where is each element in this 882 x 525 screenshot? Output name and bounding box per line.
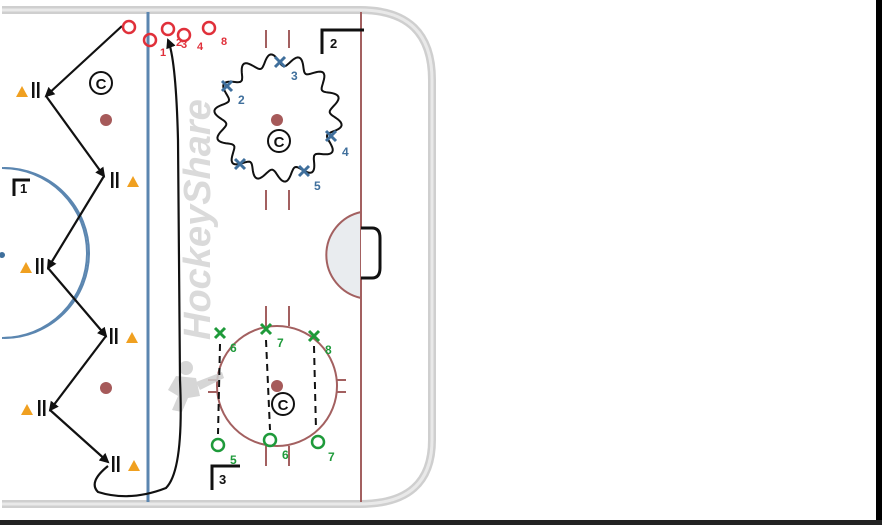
- red-player-label: 3: [181, 39, 187, 51]
- frame-right-bar: [876, 0, 882, 525]
- green-team-forwards: [213, 322, 321, 343]
- red-player: [160, 21, 176, 37]
- green-player: [262, 432, 278, 448]
- red-player-label: 2: [176, 37, 182, 49]
- red-player: [142, 32, 158, 48]
- blue-player: [297, 164, 311, 178]
- svg-text:C: C: [274, 134, 285, 151]
- zone-marker-3: 3: [210, 464, 240, 490]
- zone-marker-2: 2: [320, 28, 364, 54]
- blue-player: [220, 79, 234, 93]
- pass-lanes: [217, 339, 317, 435]
- blue-player-label: 4: [342, 145, 349, 159]
- green-player-label: 7: [328, 450, 335, 464]
- red-team: [121, 19, 217, 48]
- blue-player-label: 2: [238, 93, 245, 107]
- zone-label: 1: [20, 181, 27, 196]
- faceoff-dot: [271, 380, 283, 392]
- wavy-circle-path: [213, 53, 343, 183]
- rink: [0, 6, 436, 508]
- blue-player-label: 3: [291, 69, 298, 83]
- bottom-faceoff-circle: [216, 325, 338, 447]
- watermark-text: HockeyShare: [177, 99, 219, 340]
- zigzag-path: [44, 25, 182, 498]
- green-player-label: 8: [325, 343, 332, 357]
- green-player-label: 5: [230, 453, 237, 467]
- frame-bottom-bar: [0, 520, 882, 525]
- blue-player-label: 5: [314, 179, 321, 193]
- red-player-label: 4: [197, 41, 204, 53]
- green-team-defense: [210, 432, 326, 453]
- blue-player: [233, 157, 247, 171]
- coach-icon: C: [271, 392, 295, 416]
- green-player: [310, 434, 326, 450]
- coach-icon: C: [89, 71, 113, 95]
- green-player: [210, 437, 226, 453]
- center-dot: [0, 252, 5, 258]
- green-player: [259, 322, 273, 336]
- coach-icon: C: [267, 129, 291, 153]
- faceoff-dot: [100, 114, 112, 126]
- zone-label: 3: [219, 472, 226, 487]
- faceoff-dot: [100, 382, 112, 394]
- green-player: [213, 326, 227, 340]
- top-faceoff-circle: [265, 30, 290, 210]
- blue-player: [273, 55, 287, 69]
- red-player-label: 8: [221, 36, 227, 48]
- red-player-label: 1: [160, 47, 166, 59]
- blue-team: [220, 55, 338, 178]
- red-player: [121, 19, 137, 35]
- svg-text:C: C: [96, 76, 107, 93]
- svg-text:C: C: [278, 397, 289, 414]
- green-player-label: 7: [277, 336, 284, 350]
- faceoff-dot: [271, 114, 283, 126]
- green-player: [307, 329, 321, 343]
- green-player-label: 6: [230, 341, 237, 355]
- goal-net: [361, 226, 382, 280]
- goal-crease: [325, 210, 362, 300]
- pylon-group: [16, 82, 140, 472]
- zone-marker-1: 1: [12, 178, 30, 196]
- red-player: [201, 20, 217, 36]
- blue-player: [324, 129, 338, 143]
- watermark-skater-icon: [168, 361, 224, 412]
- red-player: [176, 27, 192, 43]
- green-player-label: 6: [282, 448, 289, 462]
- zone-label: 2: [330, 36, 337, 51]
